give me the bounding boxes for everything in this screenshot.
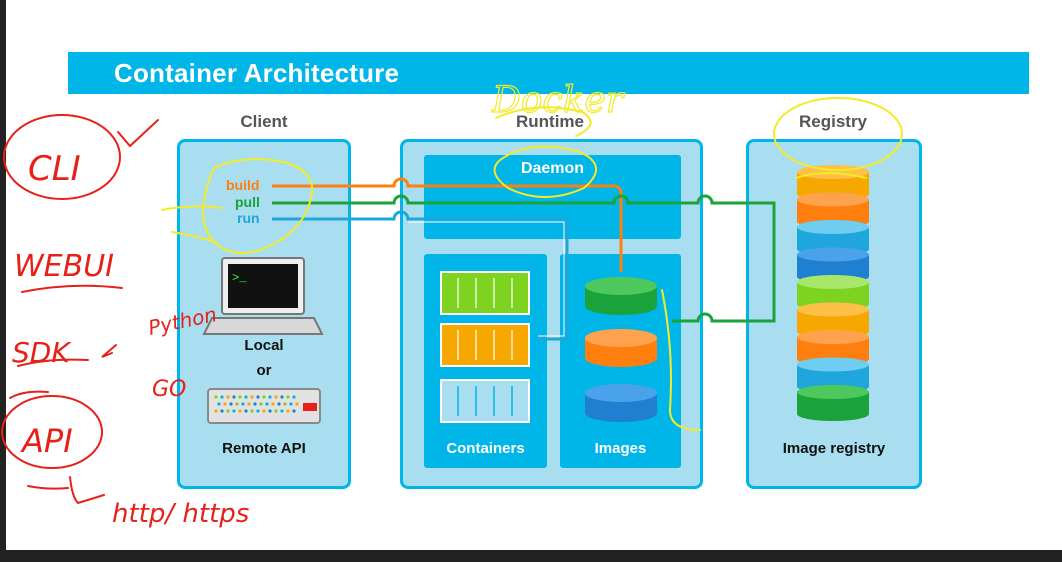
image-registry-label: Image registry	[782, 440, 886, 457]
server-led	[229, 402, 233, 406]
server-led	[220, 395, 224, 399]
server-led	[220, 409, 224, 413]
server-led	[274, 395, 278, 399]
server-led	[265, 402, 269, 406]
server-led	[214, 409, 218, 413]
yellow-handwriting	[161, 97, 903, 431]
note-webui: WEBUI	[14, 249, 114, 284]
server-led	[253, 402, 257, 406]
server-led	[292, 395, 296, 399]
server-led	[250, 395, 254, 399]
registry-disk	[797, 392, 869, 421]
server-led	[244, 395, 248, 399]
server-led	[292, 409, 296, 413]
server-led	[256, 409, 260, 413]
local-label: Local	[244, 337, 284, 354]
server-led	[262, 395, 266, 399]
server-led	[271, 402, 275, 406]
note-docker: Docker	[491, 80, 625, 121]
server-led	[247, 402, 251, 406]
server-led	[286, 395, 290, 399]
note-sdk: SDK	[12, 336, 72, 369]
server-led	[289, 402, 293, 406]
registry-disk-top	[797, 220, 869, 234]
window-bottom-edge	[0, 550, 1062, 562]
column-label-runtime: Runtime	[516, 112, 584, 131]
registry-disk-top	[797, 302, 869, 317]
server-led	[238, 409, 242, 413]
column-label-client: Client	[240, 112, 288, 131]
server-led	[268, 409, 272, 413]
container-icon	[440, 271, 530, 423]
terminal-prompt: >_	[232, 271, 247, 285]
or-label: or	[256, 362, 272, 379]
note-api: API	[20, 422, 73, 460]
server-led	[214, 395, 218, 399]
page-title: Container Architecture	[114, 58, 400, 88]
connection-lines	[272, 177, 776, 341]
server-led	[268, 395, 272, 399]
note-http: http/ https	[112, 499, 249, 529]
images-label: Images	[594, 440, 647, 457]
line-highlights	[408, 221, 565, 337]
server-led	[259, 402, 263, 406]
daemon-label: Daemon	[520, 160, 585, 177]
server-led	[232, 409, 236, 413]
server-led	[277, 402, 281, 406]
containers-label: Containers	[446, 440, 525, 457]
remote-api-label: Remote API	[222, 440, 306, 457]
command-run: run	[237, 210, 260, 226]
registry-disk-top	[797, 330, 869, 344]
registry-disk-top	[797, 357, 869, 372]
command-build: build	[226, 177, 260, 193]
red-handwriting	[1, 114, 159, 505]
server-led	[280, 395, 284, 399]
registry-disk-top	[797, 385, 869, 399]
server-icon	[207, 388, 321, 424]
note-cli: CLI	[28, 149, 81, 189]
red-handwritten-text: CLI WEBUI SDK Python GO API http/ https	[12, 149, 249, 529]
registry-disk-top	[797, 247, 869, 262]
server-led	[232, 395, 236, 399]
server-led	[217, 402, 221, 406]
note-go: GO	[152, 377, 186, 402]
registry-stack	[797, 165, 869, 421]
laptop-icon: >_	[202, 257, 324, 335]
server-led	[274, 409, 278, 413]
server-led	[235, 402, 239, 406]
server-led	[286, 409, 290, 413]
server-led	[295, 402, 299, 406]
title-bar	[68, 52, 1029, 94]
registry-disk-top	[797, 192, 869, 207]
server-led	[238, 395, 242, 399]
server-led	[283, 402, 287, 406]
server-led	[280, 409, 284, 413]
server-led	[241, 402, 245, 406]
server-led	[244, 409, 248, 413]
image-disk-icon	[585, 277, 657, 422]
command-pull: pull	[235, 194, 260, 210]
server-led	[226, 409, 230, 413]
server-led	[226, 395, 230, 399]
server-led	[256, 395, 260, 399]
column-label-registry: Registry	[798, 112, 868, 131]
server-led	[262, 409, 266, 413]
registry-disk-top	[797, 275, 869, 289]
server-led	[223, 402, 227, 406]
window-left-edge	[0, 0, 6, 562]
server-led	[250, 409, 254, 413]
